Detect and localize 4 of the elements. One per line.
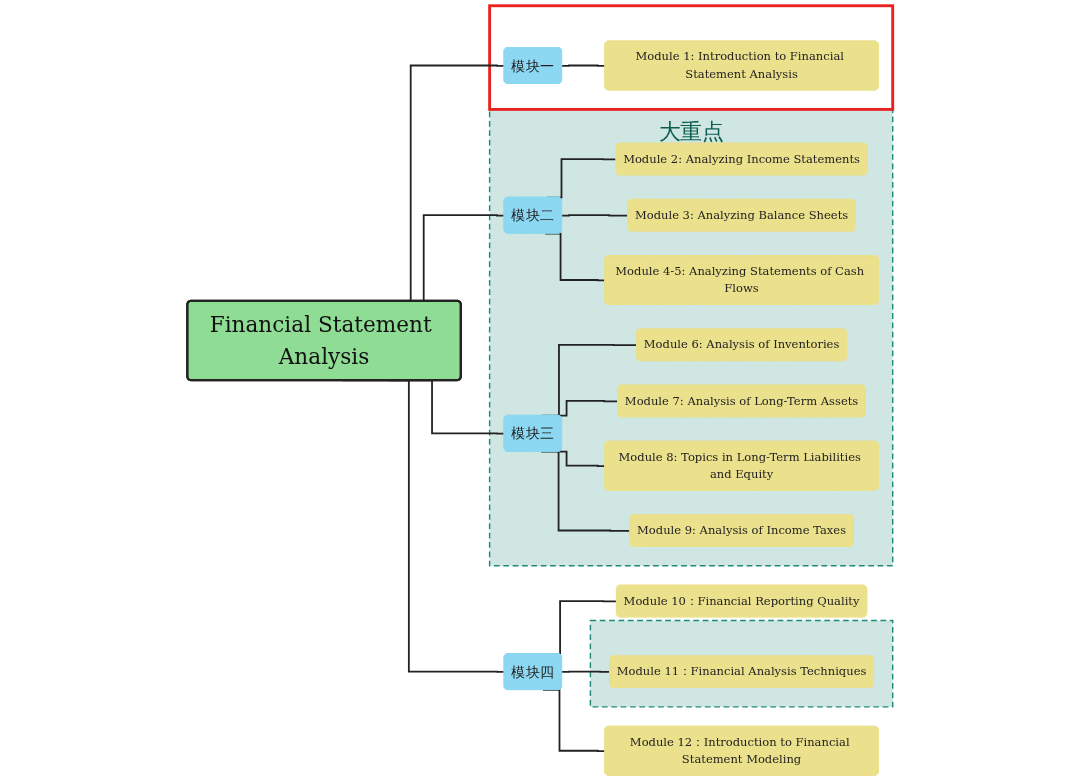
cluster xyxy=(488,4,895,111)
connector xyxy=(561,214,629,217)
connector xyxy=(561,670,611,673)
cluster xyxy=(589,619,894,708)
